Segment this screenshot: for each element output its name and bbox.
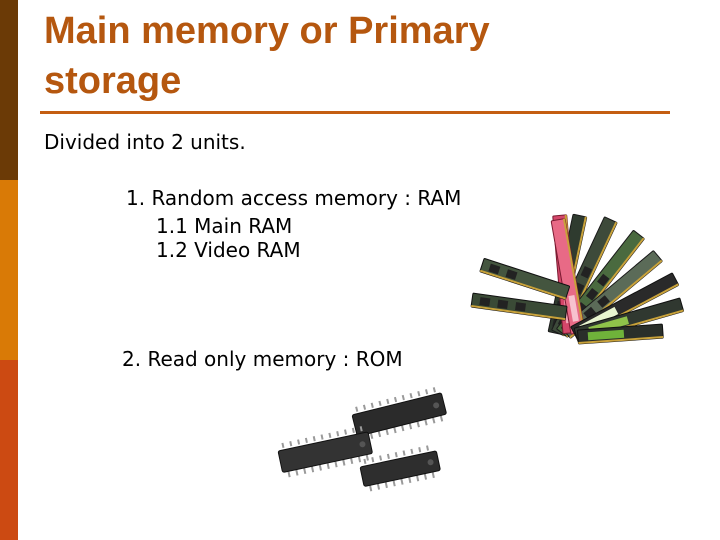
list-item-rom: 2. Read only memory : ROM [122, 347, 403, 371]
title-underline [40, 111, 670, 114]
list-subitem-main-ram: 1.1 Main RAM [156, 214, 293, 238]
ram-module [479, 258, 570, 300]
slide-sidebar [0, 0, 18, 540]
ram-module [577, 323, 664, 345]
sidebar-block-middle [0, 180, 18, 360]
sidebar-block-bottom [0, 360, 18, 540]
rom-chip [277, 426, 373, 478]
title-line-1: Main memory or Primary [44, 10, 490, 52]
dip-rom-chips-icon [277, 387, 447, 492]
rom-chip [359, 445, 441, 492]
intro-text: Divided into 2 units. [44, 130, 246, 154]
list-item-ram: 1. Random access memory : RAM [126, 186, 462, 210]
ram-module [470, 292, 568, 321]
fanned-ram-modules-icon [470, 213, 684, 345]
slide-title: Main memory or Primary storage [44, 6, 684, 106]
ram-module [550, 218, 586, 335]
sidebar-block-top [0, 0, 18, 180]
rom-chip [351, 387, 447, 441]
list-subitem-video-ram: 1.2 Video RAM [156, 238, 301, 262]
title-line-2: storage [44, 60, 182, 102]
